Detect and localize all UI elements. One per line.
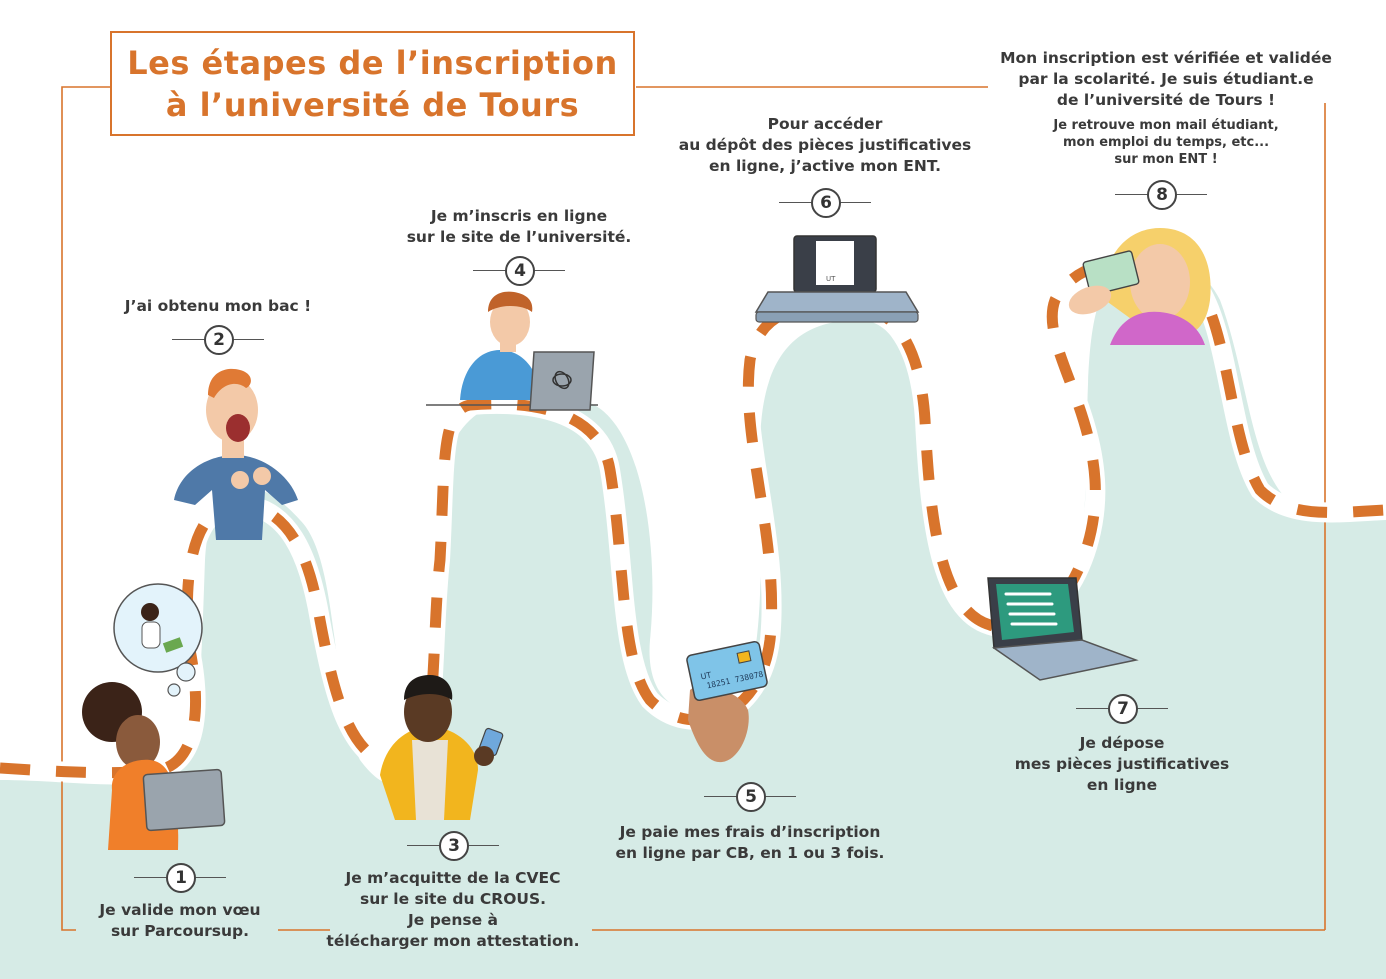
step-1-number: 1	[166, 863, 196, 893]
step-6-line: en ligne, j’active mon ENT.	[670, 156, 980, 177]
step-7-text: Je dépose mes pièces justificatives en l…	[1000, 733, 1244, 796]
step-6-text: Pour accéder au dépôt des pièces justifi…	[670, 114, 980, 177]
step-4-line: sur le site de l’université.	[394, 227, 644, 248]
step-6-line: Pour accéder	[670, 114, 980, 135]
step-8-marker: 8	[1115, 180, 1207, 210]
step-8-number: 8	[1147, 180, 1177, 210]
step-4-text: Je m’inscris en ligne sur le site de l’u…	[394, 206, 644, 248]
thought-bubble	[114, 584, 202, 696]
step-5-line: en ligne par CB, en 1 ou 3 fois.	[600, 843, 900, 864]
step-8-subline: sur mon ENT !	[1036, 151, 1296, 168]
step-3-line: Je m’acquitte de la CVEC	[318, 868, 588, 889]
step-1-marker: 1	[134, 863, 226, 893]
step-3-line: Je pense à	[318, 910, 588, 931]
step-8-subline: mon emploi du temps, etc...	[1036, 134, 1296, 151]
laptop-6-illustration: UT	[756, 236, 918, 322]
step-6-line: au dépôt des pièces justificatives	[670, 135, 980, 156]
title-box: Les étapes de l’inscription à l’universi…	[110, 31, 635, 136]
step-3-text: Je m’acquitte de la CVEC sur le site du …	[318, 868, 588, 952]
step-2-line: J’ai obtenu mon bac !	[100, 296, 336, 317]
step-8-subtext: Je retrouve mon mail étudiant, mon emplo…	[1036, 117, 1296, 168]
student-4-illustration	[426, 292, 598, 410]
step-5-line: Je paie mes frais d’inscription	[600, 822, 900, 843]
step-8-line: de l’université de Tours !	[996, 90, 1336, 111]
step-8-line: Mon inscription est vérifiée et validée	[996, 48, 1336, 69]
step-6-number: 6	[811, 188, 841, 218]
step-5-number: 5	[736, 782, 766, 812]
step-5-text: Je paie mes frais d’inscription en ligne…	[600, 822, 900, 864]
step-3-line: télécharger mon attestation.	[318, 931, 588, 952]
step-7-line: en ligne	[1000, 775, 1244, 796]
step-8-line: par la scolarité. Je suis étudiant.e	[996, 69, 1336, 90]
step-2-marker: 2	[172, 325, 264, 355]
title-line-2: à l’université de Tours	[166, 84, 579, 126]
step-6-marker: 6	[779, 188, 871, 218]
title-line-1: Les étapes de l’inscription	[127, 42, 618, 84]
step-2-text: J’ai obtenu mon bac !	[100, 296, 336, 317]
step-2-number: 2	[204, 325, 234, 355]
step-3-number: 3	[439, 831, 469, 861]
step-3-marker: 3	[407, 831, 499, 861]
ent-logo: UT	[826, 275, 836, 283]
step-5-marker: 5	[704, 782, 796, 812]
step-1-line: Je valide mon vœu	[70, 900, 290, 921]
step-7-marker: 7	[1076, 694, 1168, 724]
step-4-line: Je m’inscris en ligne	[394, 206, 644, 227]
student-8-illustration	[1065, 228, 1211, 345]
step-8-subline: Je retrouve mon mail étudiant,	[1036, 117, 1296, 134]
step-3-line: sur le site du CROUS.	[318, 889, 588, 910]
step-4-marker: 4	[473, 256, 565, 286]
step-7-line: Je dépose	[1000, 733, 1244, 754]
step-7-number: 7	[1108, 694, 1138, 724]
step-4-number: 4	[505, 256, 535, 286]
step-1-text: Je valide mon vœu sur Parcoursup.	[70, 900, 290, 942]
step-7-line: mes pièces justificatives	[1000, 754, 1244, 775]
step-8-text: Mon inscription est vérifiée et validée …	[996, 48, 1336, 111]
step-1-line: sur Parcoursup.	[70, 921, 290, 942]
